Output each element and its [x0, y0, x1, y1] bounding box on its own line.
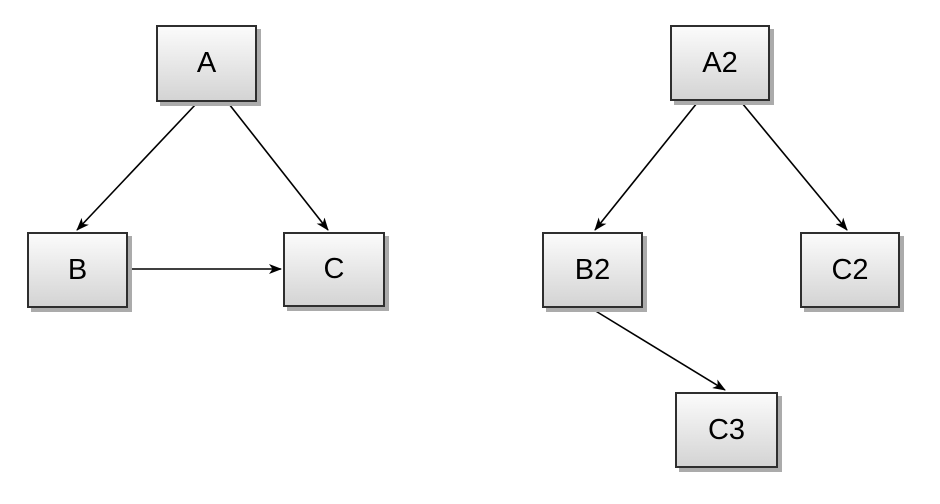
node-label-C: C: [323, 253, 345, 285]
edge-A2-B2: [594, 102, 698, 231]
edge-A2-C2: [741, 102, 848, 231]
node-C[interactable]: C: [283, 232, 385, 307]
node-label-A: A: [196, 47, 217, 79]
node-C3[interactable]: C3: [675, 392, 778, 468]
node-label-A2: A2: [702, 46, 738, 79]
node-A[interactable]: A: [156, 25, 257, 102]
node-A2[interactable]: A2: [670, 25, 770, 101]
node-B[interactable]: B: [27, 232, 128, 308]
node-label-C2: C2: [831, 253, 869, 286]
edge-A-C: [228, 103, 329, 231]
node-label-B: B: [67, 253, 88, 286]
node-C2[interactable]: C2: [800, 232, 900, 308]
node-label-C3: C3: [707, 413, 746, 446]
node-B2[interactable]: B2: [542, 232, 643, 308]
edge-B2-C3: [593, 309, 726, 391]
edge-A-B: [76, 103, 197, 231]
node-label-B2: B2: [574, 253, 611, 286]
